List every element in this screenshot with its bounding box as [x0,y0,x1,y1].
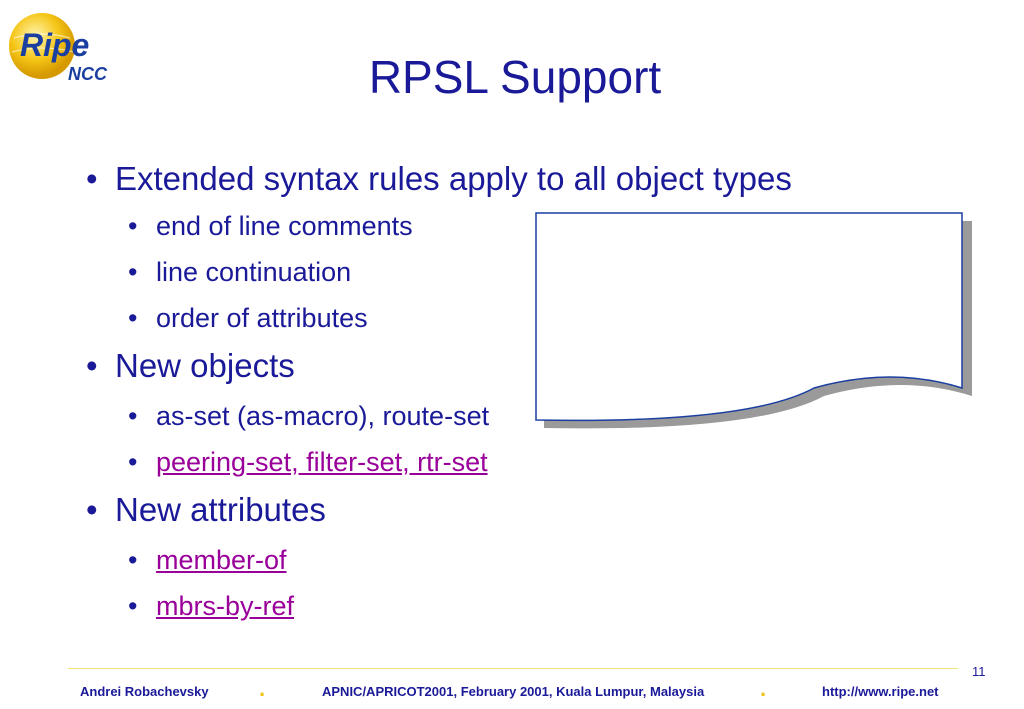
sub-bullet-dot: • [128,401,138,431]
sub-bullet-dot: • [128,303,138,333]
sub-bullet-label: end of line comments [156,211,413,241]
bullet-label: New attributes [115,491,326,528]
bullet-dot: • [86,347,98,384]
footer-author: Andrei Robachevsky [80,684,209,699]
sub-bullet-label: order of attributes [156,303,368,333]
footer-event: APNIC/APRICOT2001, February 2001, Kuala … [322,684,705,699]
page-number: 11 [972,664,986,679]
logo-globe [9,13,75,79]
bullet-dot: • [86,491,98,528]
mbrs-by-ref-link[interactable]: mbrs-by-ref [156,591,295,621]
sub-bullet-dot: • [128,257,138,287]
footer-divider [68,668,958,669]
footer-separator: . [259,676,266,701]
member-of-link[interactable]: member-of [156,545,287,575]
ripe-ncc-logo: Ripe NCC [9,13,108,84]
sub-bullet-dot: • [128,211,138,241]
footer-url[interactable]: http://www.ripe.net [822,684,939,699]
slide-title: RPSL Support [368,51,662,103]
bullet-label: Extended syntax rules apply to all objec… [115,160,792,197]
sub-bullet-dot: • [128,545,138,575]
logo-sub-text: NCC [68,64,108,84]
sub-bullet-dot: • [128,591,138,621]
sub-bullet-dot: • [128,447,138,477]
blank-document-callout [535,212,972,429]
sub-bullet-label: line continuation [156,257,352,287]
sub-bullet-label: as-set (as-macro), route-set [156,401,490,431]
bullet-label: New objects [115,347,295,384]
peering-set-link[interactable]: peering-set, filter-set, rtr-set [156,447,488,477]
logo-main-text: Ripe [20,27,89,63]
callout-body [535,212,963,422]
footer-separator: . [760,676,767,701]
bullet-dot: • [86,160,98,197]
